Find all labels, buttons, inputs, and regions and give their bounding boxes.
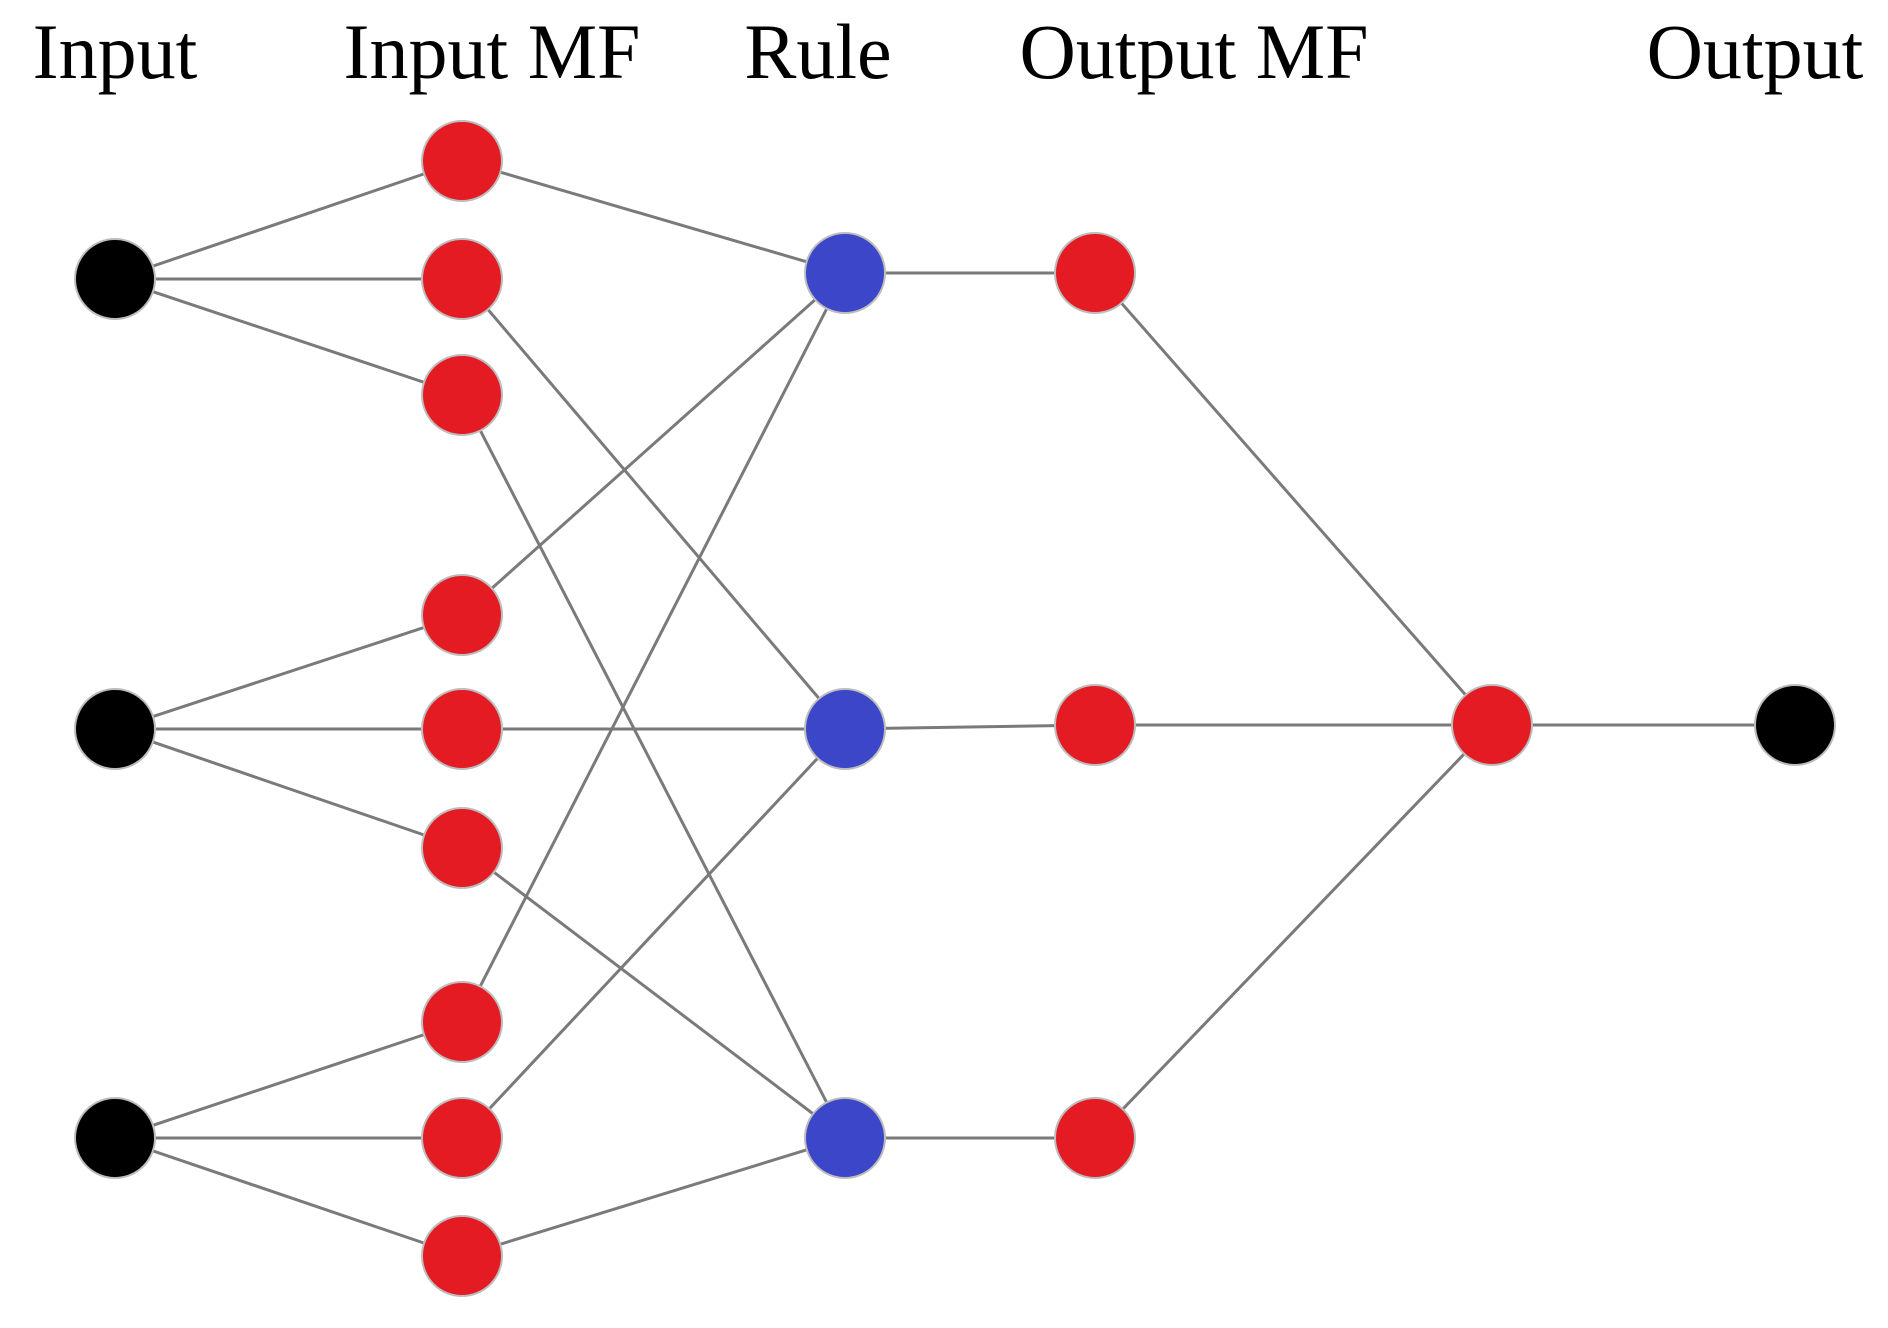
node-omf-1 (1054, 232, 1136, 314)
node-mf-4 (421, 574, 503, 656)
node-mf-1 (421, 120, 503, 202)
edge-rule-2-to-omf-2 (844, 723, 1096, 731)
edge-mf-2-to-rule-2 (460, 278, 847, 730)
edge-mf-8-to-rule-2 (460, 727, 847, 1140)
output-mf-column-label: Output MF (1020, 8, 1369, 95)
output-column-label: Output (1647, 8, 1864, 95)
edge-in-2-to-mf-4 (114, 613, 463, 731)
node-mf-3 (421, 354, 503, 436)
edge-mf-9-to-rule-3 (461, 1136, 846, 1258)
node-mf-2 (421, 238, 503, 320)
node-mf-8 (421, 1097, 503, 1179)
node-omf-3 (1054, 1097, 1136, 1179)
edge-in-3-to-mf-7 (114, 1020, 463, 1140)
edge-mf-4-to-rule-1 (461, 271, 846, 617)
input-column-label: Input (33, 8, 198, 95)
edge-in-3-to-mf-9 (114, 1136, 463, 1258)
edge-in-2-to-mf-6 (114, 727, 463, 850)
node-mf-6 (421, 807, 503, 889)
edge-in-1-to-mf-3 (114, 277, 463, 397)
edge-mf-3-to-rule-3 (460, 394, 847, 1139)
node-rule-2 (804, 688, 886, 770)
rule-column-label: Rule (744, 8, 891, 95)
edge-mf-7-to-rule-1 (460, 272, 847, 1023)
edge-omf-3-to-agg (1093, 723, 1494, 1140)
node-in-3 (74, 1097, 156, 1179)
node-mf-5 (421, 688, 503, 770)
column-headers: Input Input MF Rule Output MF Output (33, 8, 1864, 95)
edge-mf-1-to-rule-1 (461, 159, 846, 275)
node-in-1 (74, 238, 156, 320)
connection-layer (114, 159, 1795, 1258)
node-agg (1451, 684, 1533, 766)
input-mf-column-label: Input MF (344, 8, 641, 95)
node-out (1754, 684, 1836, 766)
node-layer (74, 120, 1836, 1297)
edge-in-1-to-mf-1 (114, 159, 463, 281)
edge-mf-6-to-rule-3 (461, 846, 846, 1140)
node-omf-2 (1054, 684, 1136, 766)
node-in-2 (74, 688, 156, 770)
node-mf-9 (421, 1215, 503, 1297)
node-mf-7 (421, 981, 503, 1063)
edge-omf-1-to-agg (1093, 272, 1494, 726)
node-rule-1 (804, 232, 886, 314)
node-rule-3 (804, 1097, 886, 1179)
